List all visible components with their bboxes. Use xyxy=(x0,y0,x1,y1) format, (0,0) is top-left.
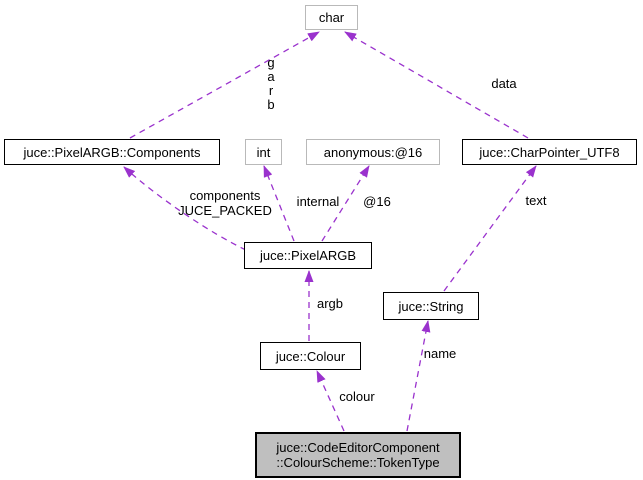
node-juce-colour[interactable]: juce::Colour xyxy=(260,342,361,370)
edge-components-to-char xyxy=(129,31,320,139)
edge-label-text: text xyxy=(525,193,547,208)
edge-label-name: name xyxy=(423,346,457,361)
edge-string-to-charpointer xyxy=(443,165,537,292)
edge-label-at16: @16 xyxy=(363,194,391,209)
node-juce-pixelargb-components[interactable]: juce::PixelARGB::Components xyxy=(4,139,220,165)
node-char: char xyxy=(305,5,358,30)
node-juce-string[interactable]: juce::String xyxy=(383,292,479,320)
edge-pixelargb-to-int xyxy=(263,165,295,242)
edge-tokentype-to-string xyxy=(406,320,431,432)
edge-label-components-juce-packed: components JUCE_PACKED xyxy=(178,188,272,218)
edge-pixelargb-to-anonymous xyxy=(321,165,370,242)
node-juce-pixelargb[interactable]: juce::PixelARGB xyxy=(244,242,372,269)
edge-charpointer-to-char xyxy=(344,31,529,139)
edge-label-colour: colour xyxy=(339,389,375,404)
edge-label-argb: argb xyxy=(316,296,344,311)
node-int: int xyxy=(245,139,282,165)
edge-label-garb: g a r b xyxy=(267,55,275,112)
node-juce-charpointer-utf8[interactable]: juce::CharPointer_UTF8 xyxy=(462,139,637,165)
edge-label-internal: internal xyxy=(296,194,340,209)
node-anonymous-16: anonymous:@16 xyxy=(306,139,440,165)
edge-label-data: data xyxy=(491,76,517,91)
edge-pixelargb-to-components xyxy=(123,166,247,251)
node-tokentype-main: juce::CodeEditorComponent ::ColourScheme… xyxy=(255,432,461,478)
